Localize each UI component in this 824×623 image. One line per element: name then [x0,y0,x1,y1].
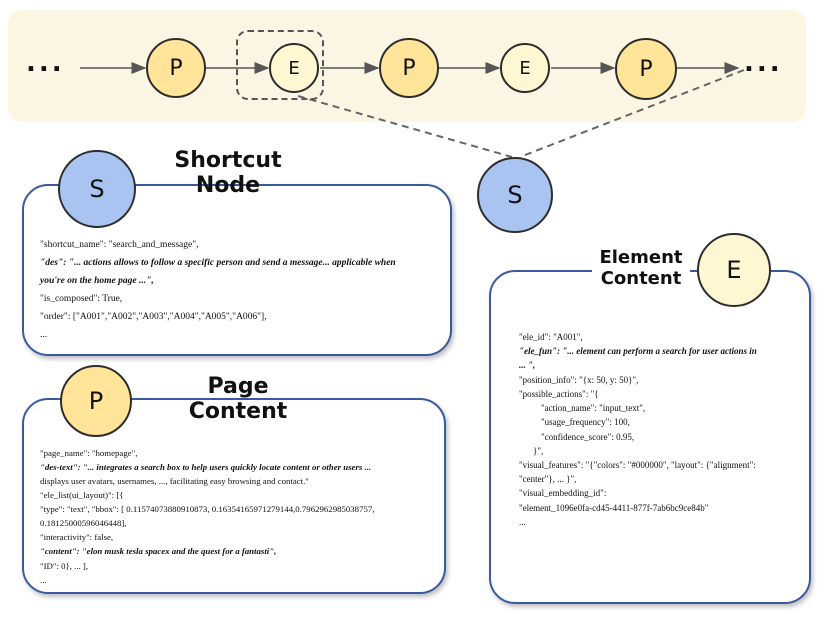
page-card-title: Page Content [176,374,300,425]
shortcut-card-title: Shortcut Node [166,148,290,199]
page-line: "interactivity": false, [40,532,114,543]
page-title-line2: Content [188,399,288,425]
element-line: }", [533,445,544,456]
page-line: "ele_list(ui_layout)": [{ [40,490,124,501]
element-card-body: "ele_id": "A001", "ele_fun": "... elemen… [519,330,757,529]
page-line: "des-text": "... integrates a search box… [40,462,372,473]
page-line: "page_name": "homepage", [40,448,138,458]
shortcut-title-line2: Node [195,173,261,199]
page-line: ... [40,574,47,585]
selected-element-highlight [236,30,324,100]
element-line: "ele_id": "A001", [519,332,583,342]
element-line: "center"}, ... }", [519,474,577,485]
page-line: "content": "elon musk tesla spacex and t… [40,546,277,557]
trajectory-ellipsis-left: ... [26,48,65,78]
element-line: ... ", [519,360,536,371]
page-node-3: P [615,38,677,100]
element-card-badge: E [697,233,771,307]
element-line: "confidence_score": 0.95, [541,431,635,442]
element-line: "action_name": "input_text", [541,403,646,414]
page-card-badge: P [60,365,132,437]
element-line: "usage_frequency": 100, [541,417,630,428]
shortcut-line: "is_composed": True, [40,294,123,305]
shortcut-line: "order": ["A001","A002","A003","A004","A… [40,312,267,323]
element-line: "visual_embedding_id": [519,488,607,499]
element-node-2: E [500,43,550,93]
page-title-line1: Page [207,374,269,399]
element-title-line1: Element [599,247,683,268]
element-content-card [489,270,811,604]
element-line: "ele_fun": "... element can perform a se… [519,346,757,357]
page-node-1: P [146,38,206,98]
page-line: displays user avatars, usernames, ..., f… [40,476,309,487]
element-line: "element_1096e0fa-cd45-4411-877f-7ab6bc9… [519,502,709,513]
page-line: "ID": 0}, ... ], [40,560,89,571]
trajectory-ellipsis-right: ... [744,48,783,78]
element-line: "possible_actions": "{ [519,388,599,399]
shortcut-node: S [477,157,553,233]
shortcut-card-body: "shortcut_name": "search_and_message", "… [40,236,396,344]
page-line: "type": "text", "bbox": [ 0.115740738809… [40,504,375,515]
shortcut-card-badge: S [58,150,136,228]
shortcut-line: "shortcut_name": "search_and_message", [40,240,199,250]
shortcut-line: "des": "... actions allows to follow a s… [40,258,396,269]
shortcut-line: you're on the home page ...", [40,276,154,287]
shortcut-line: ... [40,330,48,341]
shortcut-link-right [519,69,745,158]
shortcut-title-line1: Shortcut [174,148,282,173]
shortcut-link-left [297,95,513,158]
page-line: 0.18125000596046448], [40,518,127,529]
page-node-2: P [379,38,439,98]
element-title-line2: Content [600,267,682,289]
element-line: ... [519,516,526,527]
page-card-body: "page_name": "homepage", "des-text": "..… [40,446,374,587]
element-line: "visual_features": "{"colors": "#000000"… [519,459,756,470]
element-card-title: Element Content [592,247,690,290]
element-line: "position_info": "{x: 50, y: 50}", [519,374,639,385]
element-node-1: E [269,43,319,93]
